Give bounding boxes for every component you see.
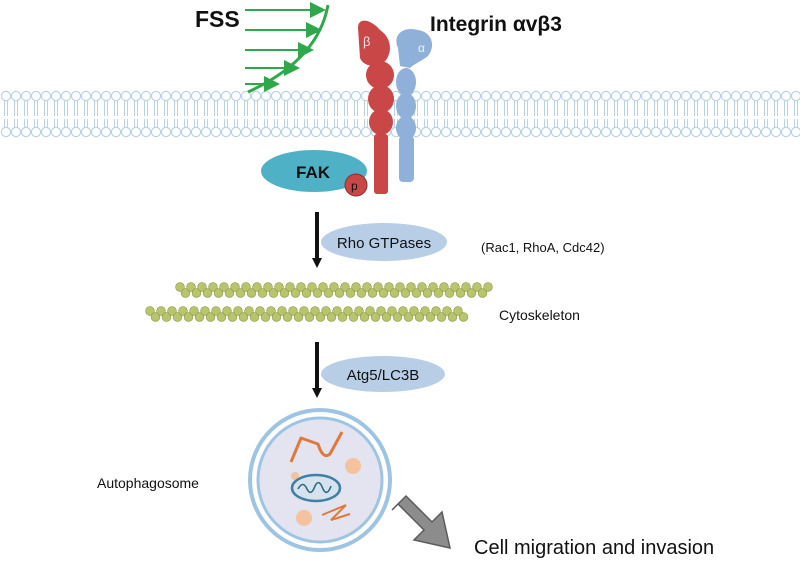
mitochondrion xyxy=(290,473,342,503)
cargo-particle xyxy=(291,472,299,480)
fak-protein xyxy=(261,150,367,192)
cargo-particle xyxy=(296,510,312,526)
outcome-arrow xyxy=(391,494,451,549)
cargo-fragment xyxy=(321,504,351,521)
cell-membrane xyxy=(0,90,800,138)
alpha-label: α xyxy=(418,41,425,55)
actin-filament-lower xyxy=(145,306,469,322)
rho-label: Rho GTPases xyxy=(337,235,431,252)
rho-gtpases-pill xyxy=(321,223,447,261)
outcome-label: Cell migration and invasion xyxy=(474,537,714,559)
phospho-marker xyxy=(344,173,368,197)
rho-members-label: (Rac1, RhoA, Cdc42) xyxy=(481,240,605,255)
autophagosome-vesicle xyxy=(248,408,392,552)
fluid-shear-stress-flow xyxy=(245,2,330,94)
fak-label: FAK xyxy=(296,163,331,182)
cargo-filament xyxy=(289,431,344,463)
autophagosome-label: Autophagosome xyxy=(97,475,199,491)
atg5-lc3b-pill xyxy=(321,356,445,392)
actin-filament-upper xyxy=(175,282,493,298)
cytoskeleton-label: Cytoskeleton xyxy=(499,307,580,323)
phospho-label: p xyxy=(351,179,358,193)
integrin-alpha-subunit xyxy=(396,28,433,182)
cargo-particle xyxy=(345,458,361,474)
atg-label: Atg5/LC3B xyxy=(347,367,420,384)
beta-label: β xyxy=(363,34,370,49)
integrin-beta-subunit xyxy=(358,20,394,194)
fss-label: FSS xyxy=(195,6,240,32)
integrin-label: Integrin αvβ3 xyxy=(430,13,562,36)
